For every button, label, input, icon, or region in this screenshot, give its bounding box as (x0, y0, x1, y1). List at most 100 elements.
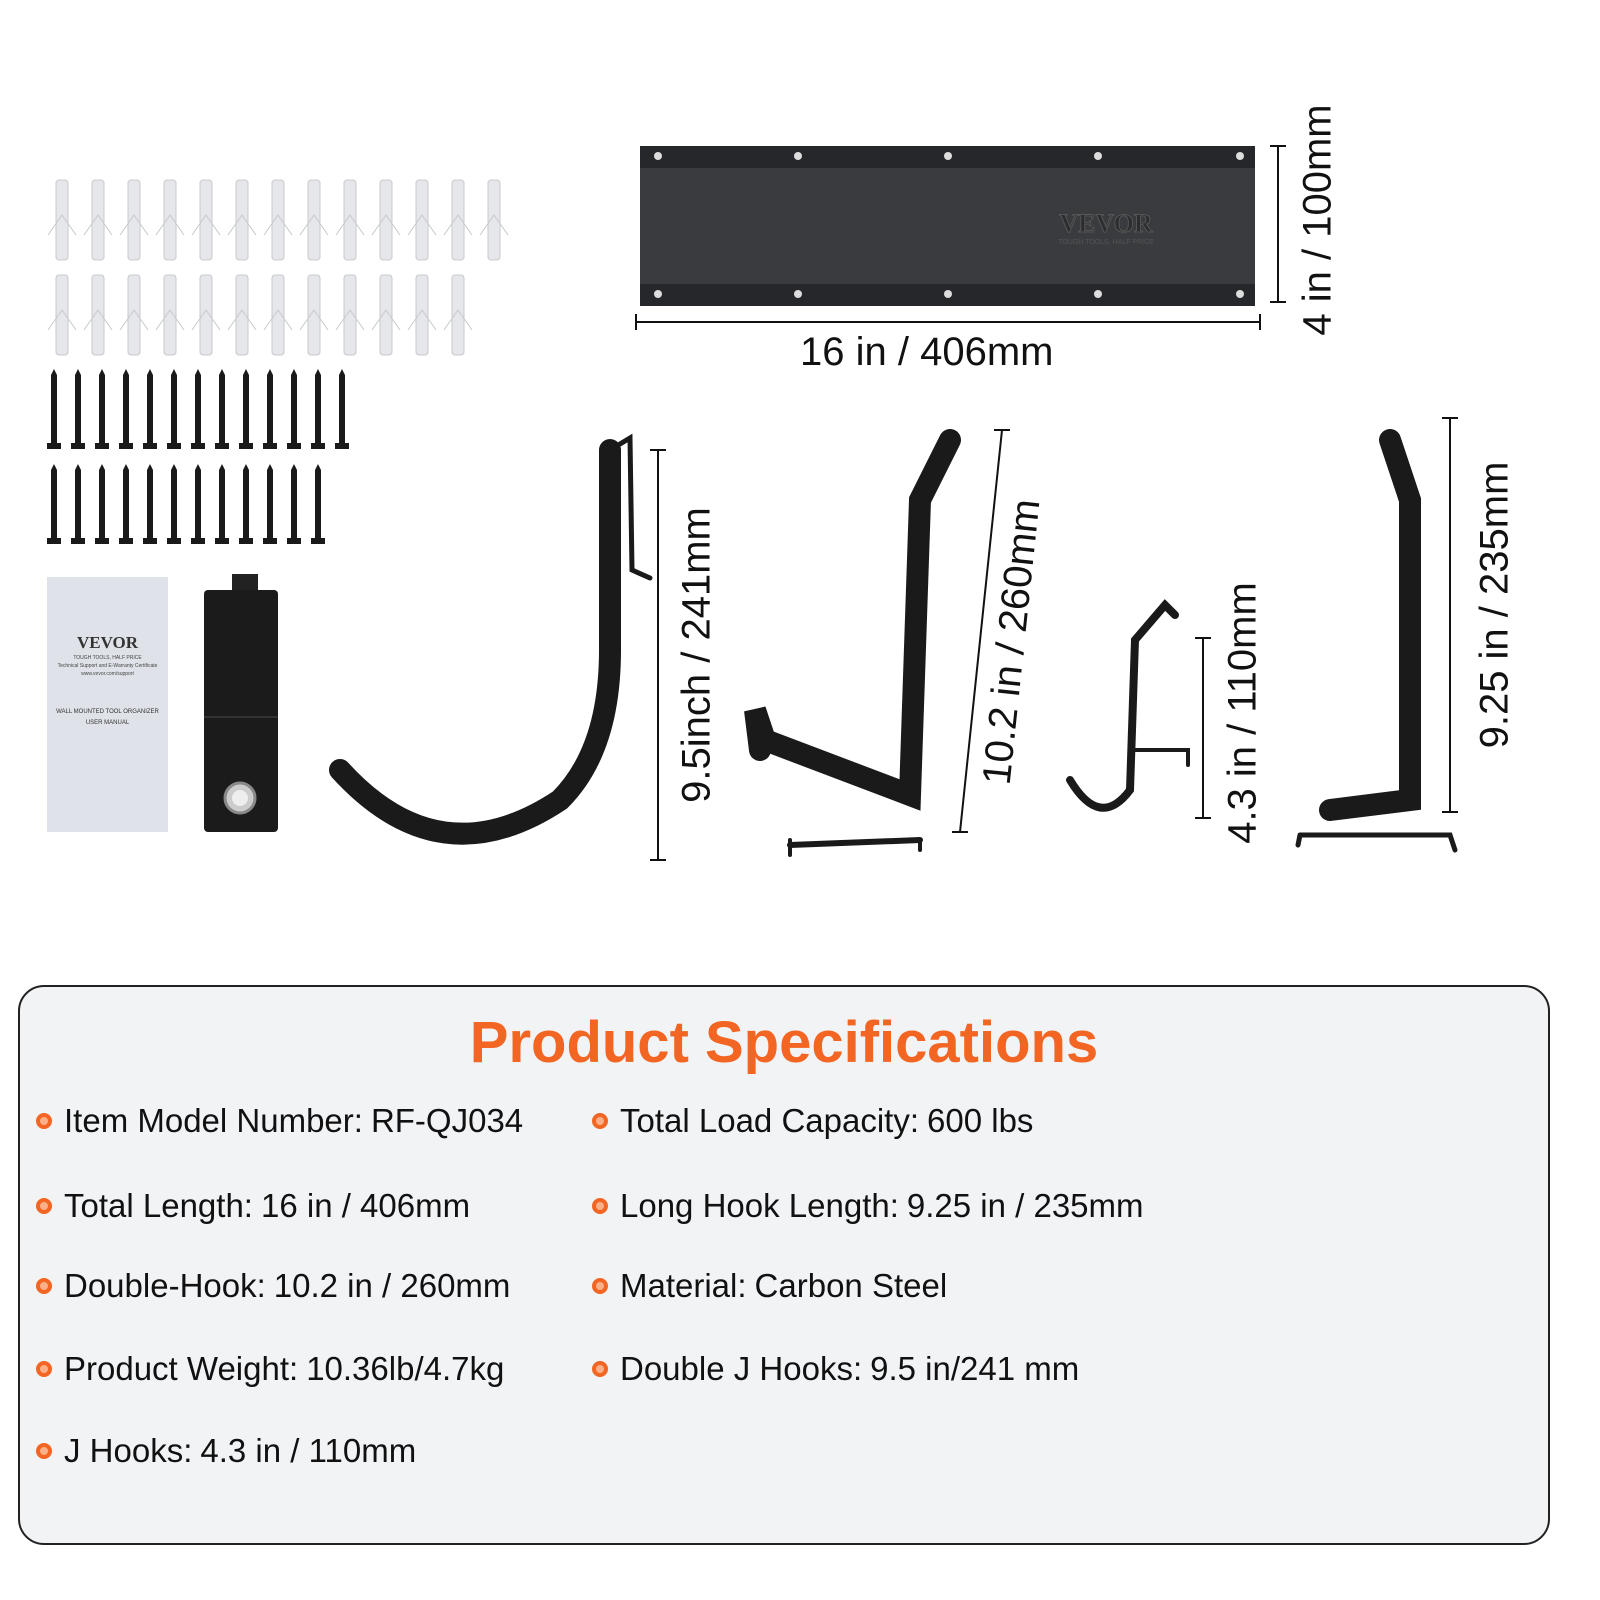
spec-item: Product Weight:10.36lb/4.7kg (36, 1350, 504, 1388)
long-hook-dimension: 9.25 in / 235mm (1472, 461, 1517, 749)
wall-anchor (443, 274, 473, 356)
screw (143, 464, 157, 544)
rail-length-label: 16 in / 406mm (800, 330, 1054, 374)
wall-anchor (191, 274, 221, 356)
spec-label: Material: (620, 1267, 747, 1304)
spec-item: J Hooks:4.3 in / 110mm (36, 1432, 416, 1470)
hooks-image (329, 417, 1458, 861)
screw (119, 464, 133, 544)
spec-item: Double J Hooks:9.5 in/241 mm (592, 1350, 1079, 1388)
screw (95, 464, 109, 544)
wall-anchor (83, 179, 113, 261)
screw (71, 464, 85, 544)
screw (47, 464, 61, 544)
wall-anchor (155, 179, 185, 261)
wall-anchor (335, 179, 365, 261)
svg-text:TOUGH TOOLS, HALF PRICE: TOUGH TOOLS, HALF PRICE (1058, 239, 1154, 246)
wall-anchor (263, 179, 293, 261)
manual-tagline: TOUGH TOOLS, HALF PRICE (73, 655, 142, 661)
user-manual-image: VEVOR TOUGH TOOLS, HALF PRICE Technical … (47, 577, 168, 832)
bullet-icon (592, 1198, 608, 1214)
wall-anchor (263, 274, 293, 356)
wall-anchor (119, 274, 149, 356)
bullet-icon (36, 1278, 52, 1294)
spec-item: Long Hook Length:9.25 in / 235mm (592, 1187, 1144, 1225)
spec-value: RF-QJ034 (370, 1102, 524, 1139)
spec-label: Total Length: (64, 1187, 253, 1224)
wall-anchor (191, 179, 221, 261)
screw (143, 369, 157, 449)
screw (263, 464, 277, 544)
screw (167, 464, 181, 544)
rail-height-label: 4 in / 100mm (1295, 104, 1340, 336)
wall-anchor (83, 274, 113, 356)
spec-label: Double-Hook: (64, 1267, 266, 1304)
hardware-kit-image (47, 179, 509, 544)
screw (119, 369, 133, 449)
bullet-icon (36, 1443, 52, 1459)
spec-value: 16 in / 406mm (260, 1187, 471, 1224)
wall-anchor (227, 179, 257, 261)
screw (287, 464, 301, 544)
wall-anchor (371, 179, 401, 261)
velcro-strap-image (204, 574, 278, 832)
spec-item: Material:Carbon Steel (592, 1267, 947, 1305)
spec-item: Item Model Number:RF-QJ034 (36, 1102, 523, 1140)
wall-rail-image: VEVOR TOUGH TOOLS, HALF PRICE (635, 145, 1286, 330)
spec-value: 600 lbs (927, 1102, 1034, 1139)
manual-url: www.vevor.com/support (81, 671, 134, 677)
screw (311, 464, 325, 544)
wall-anchor (299, 179, 329, 261)
spec-value: 9.25 in / 235mm (906, 1187, 1144, 1224)
bullet-icon (36, 1198, 52, 1214)
wall-anchor (47, 179, 77, 261)
wall-anchor (155, 274, 185, 356)
panel-logo: VEVOR (1059, 209, 1153, 238)
screw (47, 369, 61, 449)
spec-label: Total Load Capacity: (620, 1102, 920, 1139)
spec-value: 10.2 in / 260mm (273, 1267, 511, 1304)
screw (263, 369, 277, 449)
wall-anchor (227, 274, 257, 356)
specifications-panel: Product Specifications Item Model Number… (18, 985, 1550, 1545)
spec-value: 9.5 in/241 mm (870, 1350, 1080, 1387)
screw (167, 369, 181, 449)
wall-anchor (47, 274, 77, 356)
wall-anchor (479, 179, 509, 261)
wall-anchor (299, 274, 329, 356)
wall-anchor (119, 179, 149, 261)
screw (71, 369, 85, 449)
spec-label: Product Weight: (64, 1350, 299, 1387)
spec-value: 10.36lb/4.7kg (306, 1350, 505, 1387)
wall-anchor (407, 179, 437, 261)
wall-anchor (407, 274, 437, 356)
manual-logo: VEVOR (76, 633, 139, 652)
screw (287, 369, 301, 449)
spec-item: Total Length:16 in / 406mm (36, 1187, 470, 1225)
screw (239, 369, 253, 449)
bullet-icon (36, 1361, 52, 1377)
manual-support: Technical Support and E-Warranty Certifi… (57, 663, 158, 669)
bullet-icon (592, 1113, 608, 1129)
spec-item: Total Load Capacity:600 lbs (592, 1102, 1033, 1140)
bullet-icon (592, 1361, 608, 1377)
specs-title: Product Specifications (469, 1010, 1099, 1075)
screw (215, 464, 229, 544)
screw (335, 369, 349, 449)
spec-value: 4.3 in / 110mm (200, 1432, 417, 1469)
spec-label: Double J Hooks: (620, 1350, 863, 1387)
j-hook-dimension: 4.3 in / 110mm (1220, 582, 1265, 844)
screw (311, 369, 325, 449)
spec-label: J Hooks: (64, 1432, 193, 1469)
spec-value: Carbon Steel (754, 1267, 948, 1304)
screw (239, 464, 253, 544)
spec-label: Item Model Number: (64, 1102, 363, 1139)
spec-label: Long Hook Length: (620, 1187, 899, 1224)
screw (215, 369, 229, 449)
double-j-hook-dimension: 9.5inch / 241mm (674, 507, 719, 803)
spec-item: Double-Hook:10.2 in / 260mm (36, 1267, 510, 1305)
bullet-icon (592, 1278, 608, 1294)
bullet-icon (36, 1113, 52, 1129)
screw (191, 369, 205, 449)
